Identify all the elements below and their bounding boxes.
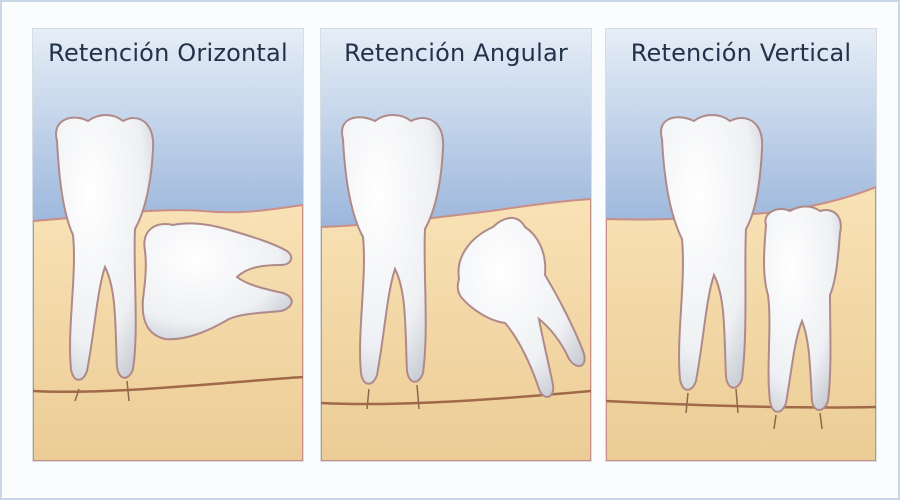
tooth-horizontal-impaction-illustration [33, 29, 303, 461]
panel-title: Retención Orizontal [48, 39, 288, 67]
tooth-vertical-impaction-illustration [606, 29, 876, 461]
panel-title: Retención Angular [344, 39, 568, 67]
tooth-angular-impaction-illustration [321, 29, 591, 461]
panel-title: Retención Vertical [630, 39, 852, 67]
panel-vertical: Retención Vertical [605, 28, 877, 462]
panel-angular: Retención Angular [320, 28, 592, 462]
panel-horizontal: Retención Orizontal [32, 28, 304, 462]
